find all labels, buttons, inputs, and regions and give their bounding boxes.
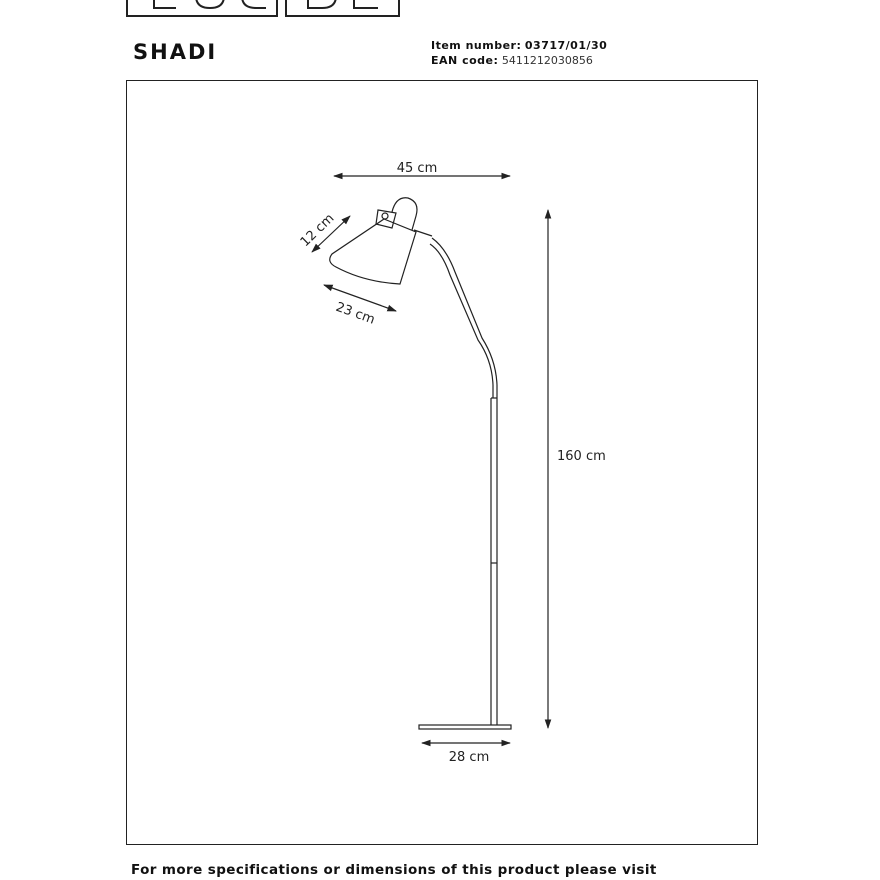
dim-label-base: 28 cm — [449, 750, 490, 765]
arm-left — [429, 243, 494, 398]
lamp-outline — [329, 197, 512, 730]
ean-value: 5411212030856 — [501, 54, 593, 67]
arm-joint — [413, 229, 433, 237]
lamp-shade — [329, 218, 417, 285]
logo-graphic — [126, 0, 400, 17]
dimension-lines — [311, 172, 552, 747]
item-number-value: 03717/01/30 — [524, 39, 608, 52]
shade-cap — [375, 209, 397, 229]
shade-screw — [381, 212, 389, 220]
dim-label-shade-depth: 12 cm — [298, 211, 338, 250]
ean-row: EAN code: 5411212030856 — [431, 53, 607, 68]
item-number-row: Item number: 03717/01/30 — [431, 38, 607, 53]
dim-label-shade-width: 45 cm — [397, 161, 438, 176]
dim-label-height: 160 cm — [557, 449, 606, 464]
dim-line-12 — [311, 215, 351, 253]
footer-note: For more specifications or dimensions of… — [131, 862, 657, 878]
dim-line-23 — [323, 284, 397, 312]
lamp-base — [418, 724, 512, 730]
drawing-frame — [126, 80, 758, 845]
shade-handle — [391, 197, 418, 231]
ean-label: EAN code: — [431, 54, 499, 67]
product-meta: Item number: 03717/01/30 EAN code: 54112… — [431, 38, 607, 68]
brand-logo — [126, 0, 400, 17]
dim-label-shade-diameter: 23 cm — [334, 300, 377, 328]
arm-right — [431, 237, 498, 398]
item-number-label: Item number: — [431, 39, 522, 52]
product-title: SHADI — [133, 40, 218, 64]
